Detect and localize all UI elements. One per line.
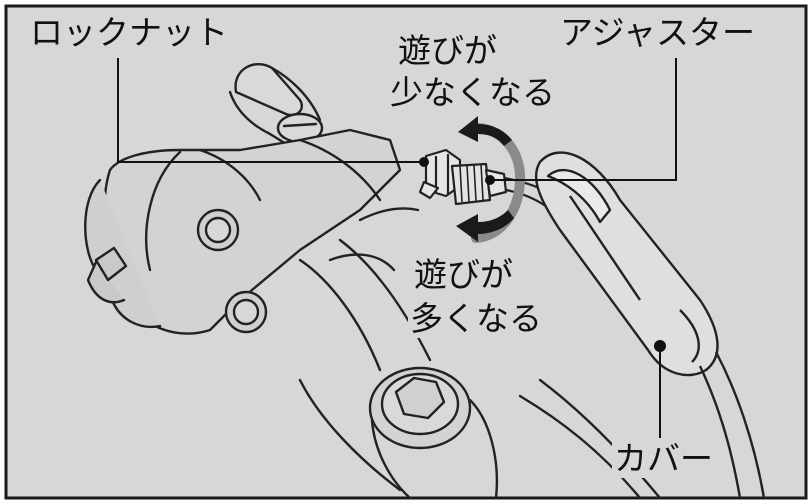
- adjuster-knurl: [450, 162, 492, 206]
- adjuster-label: アジャスター: [560, 13, 756, 52]
- more-play-label-line2: 多くなる: [408, 299, 544, 338]
- arrow-less-play: [458, 116, 512, 146]
- lock-nut-label: ロックナット: [30, 13, 228, 52]
- lock-nut-leader-dot: [419, 157, 429, 167]
- rubber-cover: [534, 151, 766, 499]
- cover-label: カバー: [612, 439, 715, 478]
- leader-lines: [117, 58, 677, 438]
- more-play-label-line1: 遊びが: [412, 255, 515, 294]
- rotation-indicator: [456, 116, 526, 243]
- less-play-label-line1: 遊びが: [396, 31, 499, 70]
- adjuster-leader-dot: [485, 175, 495, 185]
- arrow-more-play: [456, 210, 514, 242]
- lock-nut-leader: [117, 58, 424, 163]
- handlebar-illustration: [84, 63, 662, 500]
- cover-leader-dot: [654, 340, 666, 352]
- less-play-label-line2: 少なくなる: [388, 73, 557, 112]
- adjuster-leader: [492, 58, 677, 181]
